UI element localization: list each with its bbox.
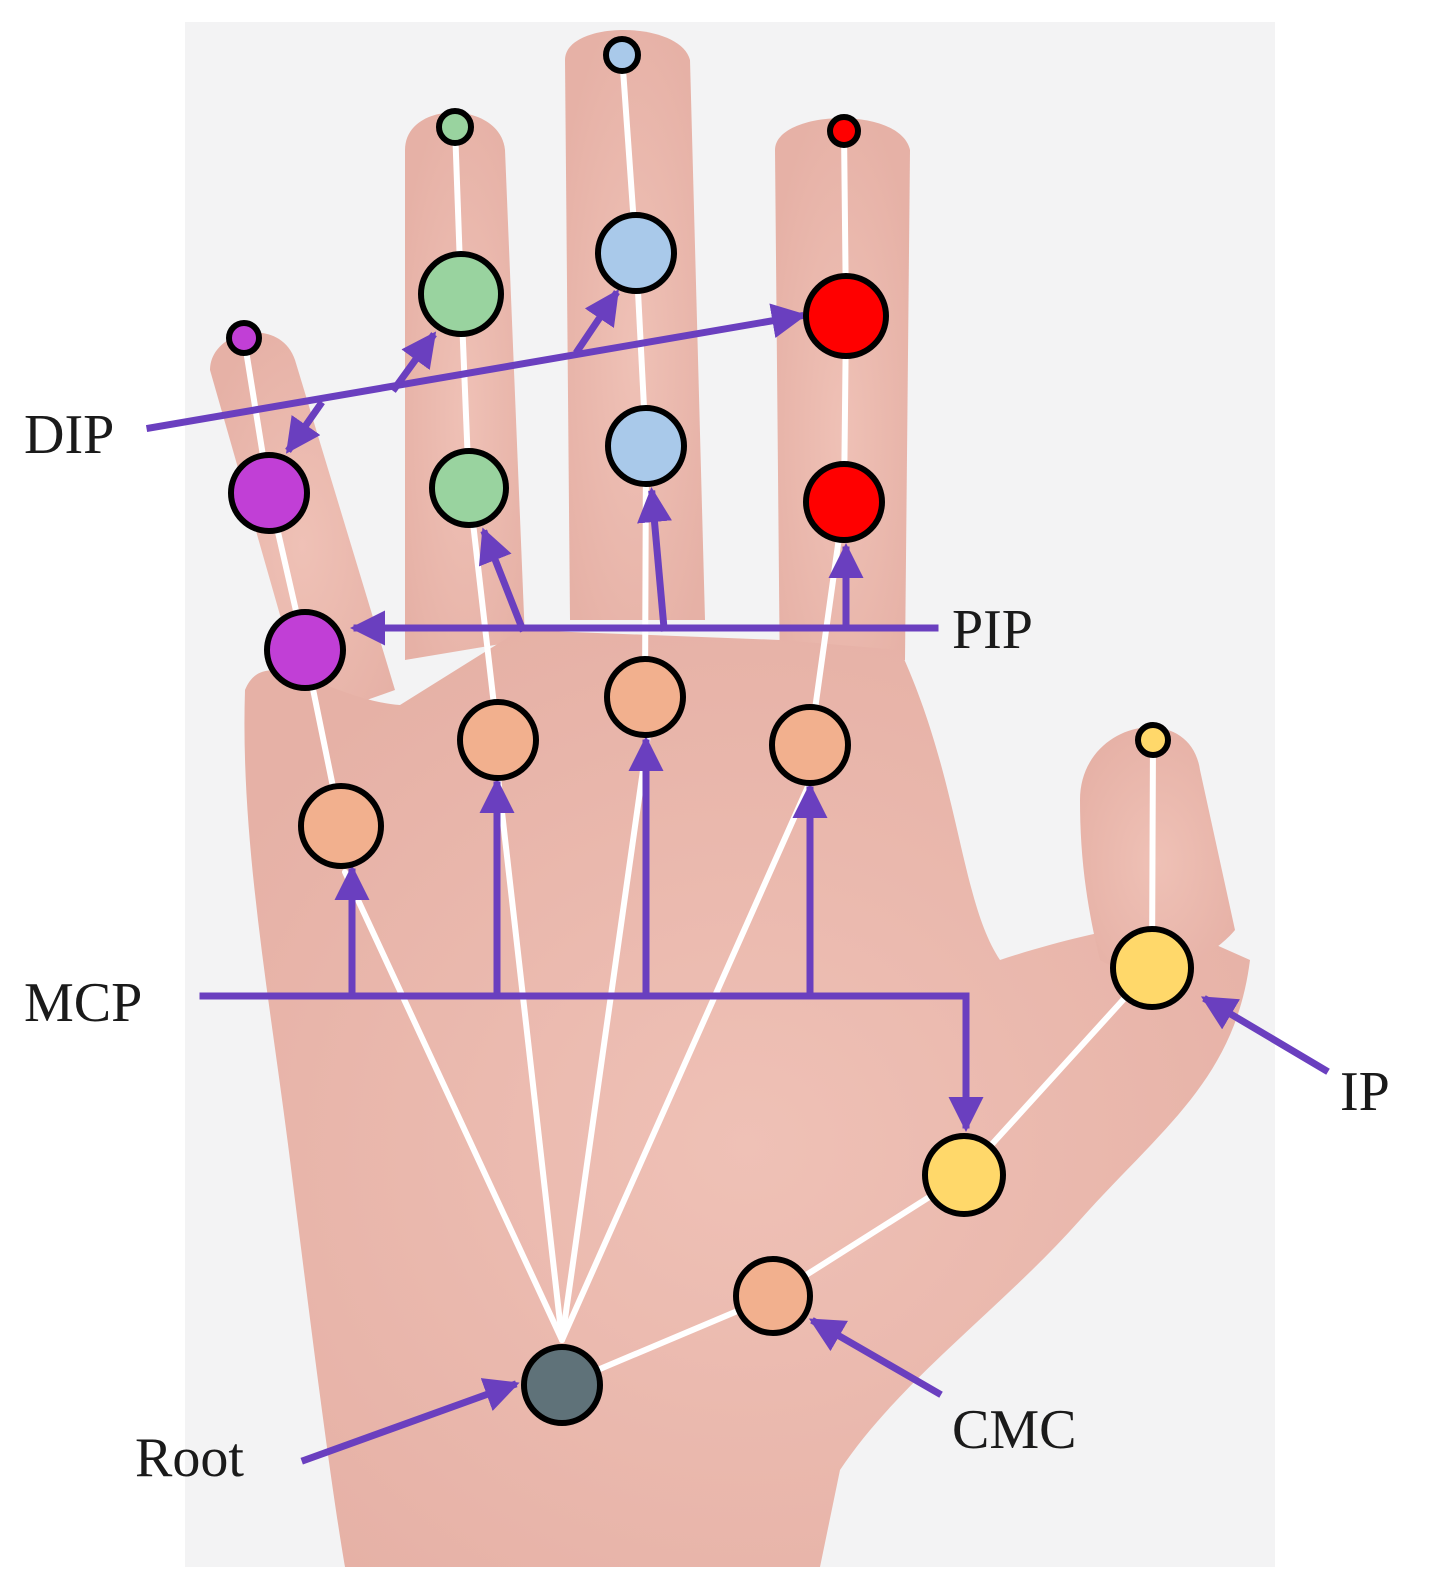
dip-arrow-pinky	[285, 400, 325, 454]
joint-thumb-tip	[1135, 722, 1171, 758]
bone-root-mcp-index	[559, 779, 813, 1343]
thumb	[1080, 727, 1235, 973]
joint-thumb-mcp	[922, 1133, 1006, 1217]
middle-finger	[565, 30, 705, 620]
cmc-arrow	[808, 1317, 943, 1398]
dip-arrow-ring	[390, 331, 437, 393]
joint-middle-pip	[605, 405, 687, 487]
cmc-label: CMC	[952, 1399, 1077, 1461]
dip-arrow-middle	[573, 289, 620, 355]
pip-label: PIP	[952, 599, 1033, 661]
joint-ring-pip	[429, 448, 509, 528]
bone-ring-mcp-pip	[466, 485, 501, 743]
joint-ring-mcp	[457, 699, 539, 781]
bone-root-mcp-ring	[495, 774, 565, 1343]
bone-thumb-mcp-ip	[961, 965, 1155, 1178]
bone-root-mcp-middle	[559, 732, 651, 1343]
bone-root-mcp-pinky	[342, 869, 565, 1343]
joint-thumb-ip	[1110, 926, 1194, 1010]
joint-index-pip	[803, 461, 885, 543]
joint-middle-dip	[595, 212, 677, 294]
ip-label: IP	[1340, 1061, 1390, 1123]
joint-pinky-dip	[228, 452, 310, 534]
mcp-leader-line	[199, 992, 984, 1132]
pip-arrow-ring	[478, 527, 527, 633]
joint-middle-tip	[603, 36, 641, 74]
mcp-label: MCP	[24, 972, 143, 1034]
joint-middle-mcp	[604, 656, 686, 738]
annotation-arrows	[145, 289, 1330, 1465]
joint-pinky-tip	[226, 320, 262, 356]
root-arrow	[300, 1378, 520, 1465]
ip-arrow	[1200, 995, 1330, 1075]
joint-index-mcp	[769, 704, 851, 786]
dip-label: DIP	[24, 404, 115, 466]
joint-pinky-mcp	[298, 783, 384, 869]
joints	[226, 36, 1194, 1426]
dip-leader-line	[145, 303, 807, 433]
pip-arrow-middle	[637, 487, 672, 632]
joint-root	[521, 1344, 603, 1426]
joint-cmc	[733, 1256, 813, 1336]
joint-ring-tip	[436, 108, 474, 146]
root-label: Root	[135, 1427, 244, 1489]
joint-ring-dip	[418, 251, 504, 337]
joint-index-tip	[827, 114, 861, 148]
joint-index-dip	[803, 273, 889, 359]
joint-pinky-pip	[264, 609, 346, 691]
